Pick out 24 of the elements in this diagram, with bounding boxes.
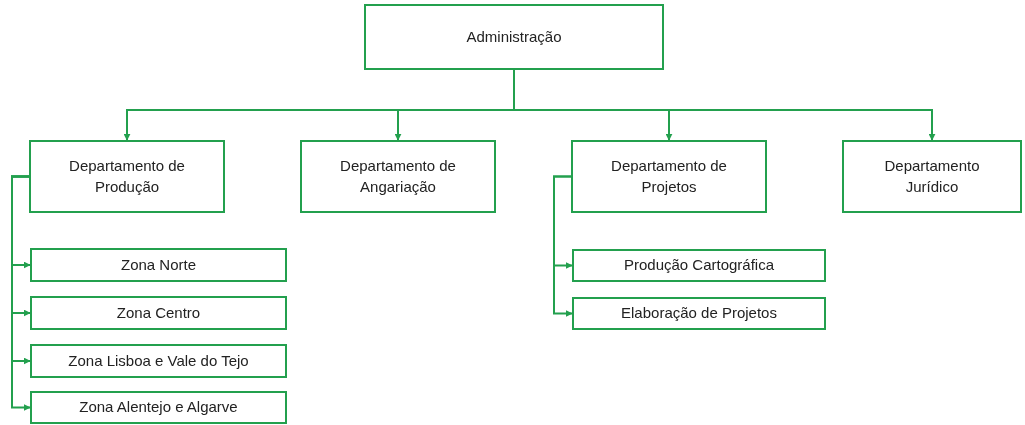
- org-box: [30, 296, 287, 330]
- box-label: Departamento de Produção: [68, 156, 186, 197]
- org-box: [29, 140, 225, 213]
- org-box: [30, 391, 287, 424]
- org-box: [842, 140, 1022, 213]
- connector-arrow: [11, 175, 31, 411]
- box-label: Administração: [466, 26, 562, 47]
- org-box: [300, 140, 496, 213]
- box-label: Departamento Jurídico: [883, 156, 981, 197]
- org-box: [30, 248, 287, 282]
- org-box: [364, 4, 664, 70]
- org-box: [572, 297, 826, 330]
- box-label: Zona Alentejo e Algarve: [79, 397, 238, 418]
- org-box: [571, 140, 767, 213]
- connector-arrow: [553, 175, 573, 317]
- box-label: Zona Centro: [116, 302, 201, 323]
- box-label: Produção Cartográfica: [623, 255, 775, 276]
- org-box: [30, 344, 287, 378]
- box-label: Departamento de Angariação: [339, 156, 457, 197]
- box-label: Elaboração de Projetos: [621, 303, 777, 324]
- box-label: Departamento de Projetos: [610, 156, 728, 197]
- org-box: [572, 249, 826, 282]
- box-label: Zona Lisboa e Vale do Tejo: [68, 350, 249, 371]
- box-label: Zona Norte: [120, 254, 196, 275]
